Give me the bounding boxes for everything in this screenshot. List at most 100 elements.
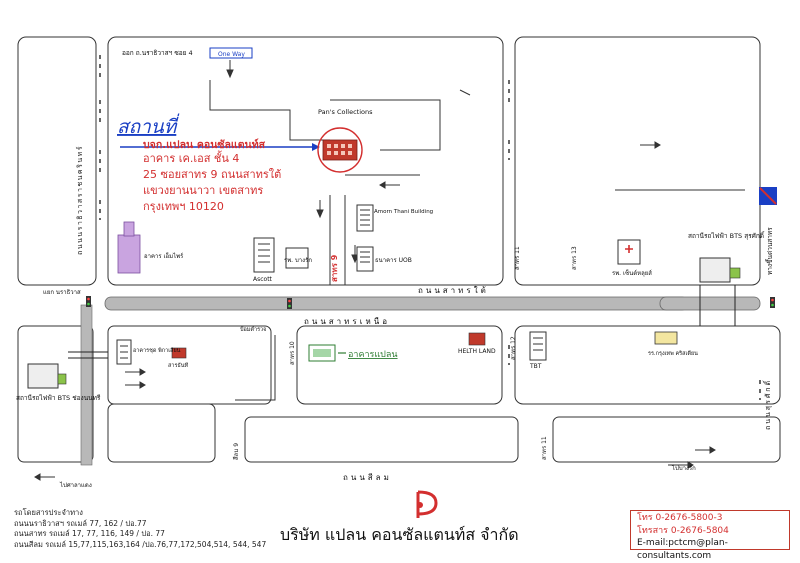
sathorn12-label: สาทร 12 [510, 336, 517, 360]
bts-chong-nonsi-label: สถานีรถไฟฟ้า BTS ช่องนนทรี [16, 394, 101, 402]
ascott-label: Ascott [253, 276, 273, 283]
traffic-light-icon [86, 296, 91, 307]
sathorn9-label: สาทร 9 [330, 254, 339, 282]
surasak-road-label: ถนนสุรศักดิ์ [762, 379, 772, 430]
target-circle [317, 127, 363, 173]
arrow-line-9 [459, 89, 471, 96]
bus-line-1: ถนนนราธิวาสฯ รถเมล์ 77, 162 / ปอ.77 [14, 518, 147, 528]
contact-box: โทร 0-2676-5800-3 โทรสาร 0-2676-5804 E-m… [630, 510, 790, 561]
school-icon [654, 331, 678, 345]
plan-building-icon [308, 344, 336, 362]
arrow-head-2 [139, 381, 146, 389]
pans-label: Pan's Collections [318, 108, 373, 116]
location-heading: สถานที่ [117, 113, 180, 138]
block-mid-center [296, 325, 503, 405]
block-far-left [17, 36, 97, 286]
empire-tower-icon [117, 221, 141, 274]
school-label: รร.กรุงเทพ คริสเตียน [648, 350, 698, 357]
uob-label: ธนาคาร UOB [375, 257, 412, 264]
bus-title: รถโดยสารประจำทาง [14, 508, 83, 517]
shrine-icon [171, 347, 187, 359]
arrow-head-11 [379, 181, 386, 189]
company-name: บริษัท แปลน คอนซัลแตนท์ส จำกัด [280, 525, 519, 544]
exit-soi4-label: ออก ถ.นราธิวาสฯ ซอย 4 [122, 49, 193, 57]
block-lower-center [244, 416, 519, 463]
target-building-icon [322, 139, 358, 161]
plan-building-label: อาคารแปลน [348, 350, 398, 360]
soi-path-1 [209, 80, 330, 141]
tbt-building-icon [529, 331, 547, 361]
sathorn11-bottom-label: สาทร 11 [541, 436, 548, 460]
sathorn-nuea-label: ถนนสาทรเหนือ [304, 317, 390, 326]
arrow-head-4 [34, 473, 41, 481]
saint-louis-hospital-icon [617, 239, 641, 265]
traffic-light-icon [770, 297, 775, 308]
phikanesuan-building-icon [116, 339, 132, 365]
road-bar-narathiwat [80, 304, 93, 466]
block-lower-right [552, 416, 781, 463]
empire-label: อาคาร เอ็มไพร์ [144, 251, 184, 260]
bts-surasak-label: สถานีรถไฟฟ้า BTS สุรศักดิ์ [688, 231, 765, 240]
arrow-head-8 [226, 69, 234, 79]
narathiwat-intersection-label: แยก นราธิวาส [43, 289, 81, 296]
ratchadamri-road-label: ถนนนราธิวาสราชนครินทร์ [76, 145, 84, 255]
location-company: บจก.แปลน คอนซัลแตนท์ส [143, 138, 266, 151]
phone: โทร 0-2676-5800-3 [637, 513, 723, 523]
location-street: 25 ซอยสาทร 9 ถนนสาทรใต้ [143, 168, 281, 181]
amorn-thani-label: Amorn Thani Building [374, 209, 433, 215]
sathorn13-label: สาทร 13 [571, 246, 578, 270]
to-bang-rak-label: ไปบางรัก [671, 464, 696, 472]
to-sala-daeng-label: ไปศาลาแดง [59, 481, 92, 489]
bus-line-2: ถนนสาทร รถเมล์ 17, 77, 116, 149 / ปอ. 77 [14, 529, 165, 538]
location-city: กรุงเทพฯ 10120 [143, 200, 224, 213]
block-top-left [107, 36, 504, 286]
bangrak-hospital-label: รพ. บางรัก [284, 257, 312, 264]
arrow-head-1 [139, 368, 146, 376]
sathorn11-top-label: สาทร 11 [514, 246, 521, 270]
email[interactable]: E-mail:pctcm@plan-consultants.com [637, 538, 728, 561]
block-bts-left [17, 325, 94, 463]
bts-surasak-station-icon [699, 257, 741, 283]
helth-land-label: HELTH LAND [458, 348, 496, 355]
uob-building-icon [356, 246, 374, 272]
sathorn-tai-label: ถนนสาทรใต้ [418, 286, 489, 295]
location-building: อาคาร เค.เอส ชั้น 4 [143, 150, 239, 165]
saint-louis-label: รพ. เซ็นต์หลุยส์ [612, 268, 652, 277]
block-top-right [514, 36, 761, 286]
one-way-label: One Way [218, 51, 245, 58]
fax: โทรสาร 0-2676-5804 [637, 525, 729, 536]
bts-chong-nonsi-station-icon [27, 363, 67, 389]
pam-station-label: ป้อมตำรวจ [240, 326, 266, 333]
sathorn10-label: สาทร 10 [289, 341, 296, 365]
road-bar-sathorn-right [659, 296, 761, 311]
soi-10 [235, 335, 276, 401]
helth-land-icon [468, 332, 486, 346]
block-mid-right [514, 325, 781, 405]
ascott-building-icon [253, 237, 275, 273]
tbt-label: TBT [529, 363, 542, 370]
bangrak-hospital-icon [285, 247, 309, 269]
silom9-label: สีลม 9 [232, 443, 240, 461]
shrine-label: สารธันที [168, 362, 189, 369]
arrow-head-3 [709, 446, 716, 454]
block-lower-left [107, 403, 216, 463]
bus-line-3: ถนนสีลม รถเมล์ 15,77,115,163,164 /ปอ.76,… [14, 539, 267, 549]
arrow-head-5 [687, 461, 694, 469]
company-logo [416, 490, 438, 518]
bus-info: รถโดยสารประจำทาง ถนนนราธิวาสฯ รถเมล์ 77,… [14, 508, 266, 550]
block-mid-left [107, 325, 272, 405]
one-way-sign [209, 47, 253, 59]
location-pointer-head [312, 143, 320, 151]
arrow-head-7 [316, 209, 324, 219]
amorn-thani-building-icon [356, 204, 374, 232]
road-bar-sathorn [104, 296, 689, 311]
expressway-up-label: ทางขึ้นด่วนสาทร [765, 227, 774, 275]
soi-path-2 [330, 99, 441, 151]
silom-label: ถนนสีลม [343, 473, 392, 482]
phikanesuan-label: อาคารชุด พิกาเสียน [133, 347, 181, 354]
traffic-light-icon [287, 298, 292, 309]
location-district: แขวงยานนาวา เขตสาทร [143, 184, 263, 197]
arrow-head-10 [654, 141, 661, 149]
expressway-sign-icon [759, 187, 777, 205]
